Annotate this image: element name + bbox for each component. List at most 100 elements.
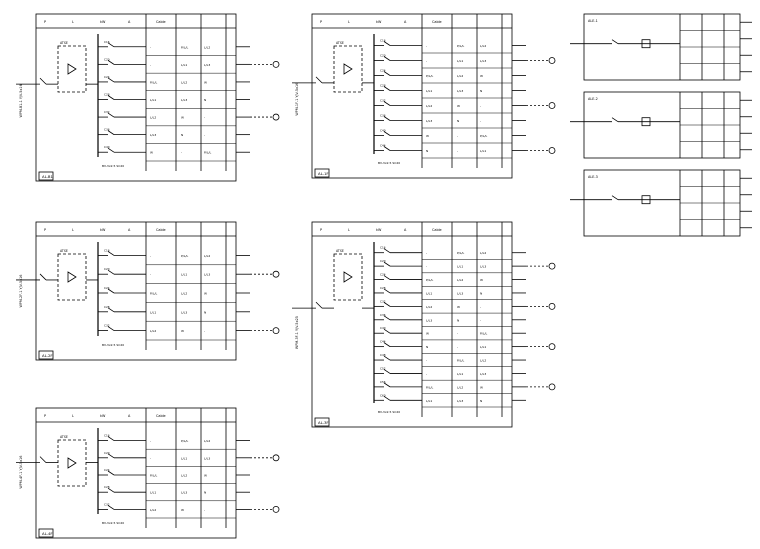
schedule-cell: N [204, 310, 206, 314]
schedule-cell: - [480, 119, 481, 123]
schedule-cell: - [426, 251, 427, 255]
schedule-cell: L/L1 [150, 491, 156, 495]
schedule-cell: L/L3 [204, 63, 210, 67]
branch-breaker-symbol [383, 131, 391, 136]
schedule-cell: P/L/L [457, 44, 465, 48]
load-circle-symbol [548, 262, 556, 270]
ats-symbol [343, 63, 353, 75]
breaker-rating: C52 [380, 366, 386, 370]
schedule-cell: W [204, 474, 207, 478]
header-cell: Cable [156, 228, 166, 232]
breaker-rating: C28 [104, 485, 110, 489]
schedule-cell: L/L2 [426, 305, 432, 309]
incoming-feeder-label: WPM-1F-1 YJV-5x16 [295, 83, 299, 116]
incoming-feeder-label: WPM-3F-1 YJV-5x25 [295, 316, 299, 349]
schedule-cell: L/L2 [457, 385, 463, 389]
load-circle-symbol [548, 57, 556, 64]
schedule-cell: N [480, 291, 482, 295]
schedule-cell: L/L3 [457, 399, 463, 403]
schedule-cell: N [480, 399, 482, 403]
header-cell: kW [376, 20, 382, 24]
cable-spec: BV-3x2.5 SC20 [102, 343, 124, 347]
schedule-cell: P/L/L [150, 474, 158, 478]
schedule-cell: - [426, 265, 427, 269]
branch-breaker-symbol [383, 41, 391, 46]
schedule-cell: W [204, 80, 207, 84]
breaker-rating: C24 [104, 75, 110, 79]
breaker-rating: C20 [104, 267, 110, 271]
schedule-cell: L/L3 [426, 119, 432, 123]
breaker-rating: C24 [380, 69, 386, 73]
schedule-cell: L/L2 [181, 474, 187, 478]
panel-tag-box [38, 171, 54, 181]
ats-switch-box [57, 253, 87, 301]
schedule-cell: L/L2 [480, 359, 486, 363]
schedule-cell: - [426, 372, 427, 376]
header-cell: A [404, 228, 407, 232]
branch-breaker-symbol [383, 71, 391, 76]
branch-breaker-symbol [107, 251, 115, 256]
schedule-cell: L/L2 [181, 80, 187, 84]
panel-title: AL-4F [42, 531, 53, 536]
schedule-cell: W [181, 116, 184, 120]
header-cell: L [72, 228, 74, 232]
breaker-rating: C16 [380, 246, 386, 250]
schedule-cell: L/L2 [204, 254, 210, 258]
load-circle-symbol [548, 102, 556, 109]
schedule-cell: - [150, 439, 151, 443]
schedule-cell: L/L3 [181, 310, 187, 314]
ats-symbol [67, 271, 77, 283]
mini-panel-2: ALE-2 [570, 91, 752, 159]
panel-title: ALE-3 [588, 175, 598, 179]
ats-symbol [67, 457, 77, 469]
schedule-cell: L/L1 [457, 372, 463, 376]
panel-frame [311, 13, 513, 179]
schedule-cell: N [181, 133, 183, 137]
schedule-cell: - [150, 45, 151, 49]
schedule-cell: P/L/L [457, 251, 465, 255]
branch-breaker-symbol [383, 275, 391, 280]
panel-title: AL-3F [318, 420, 329, 425]
schedule-cell: - [150, 273, 151, 277]
schedule-cell: L/L3 [480, 59, 486, 63]
panel-title: AL-1F [318, 171, 329, 176]
schedule-cell: N [426, 345, 428, 349]
schedule-cell: L/L1 [426, 399, 432, 403]
schedule-cell: W [480, 385, 483, 389]
schedule-cell: L/L1 [181, 63, 187, 67]
schedule-cell: P/L/L [480, 332, 488, 336]
panel-tag-box [314, 417, 330, 427]
panel-title: AL-2F [42, 353, 53, 358]
header-cell: P [320, 228, 322, 232]
branch-breaker-symbol [107, 307, 115, 313]
schedule-cell: - [181, 151, 182, 155]
branch-breaker-symbol [383, 86, 391, 91]
load-circle-symbol [272, 454, 280, 462]
schedule-cell: - [457, 134, 458, 138]
breaker-rating: C16 [104, 434, 110, 438]
breaker-rating: C28 [104, 305, 110, 309]
load-circle-symbol [272, 270, 280, 278]
breaker-rating: C24 [380, 273, 386, 277]
branch-breaker-symbol [383, 248, 391, 254]
schedule-cell: P/L/L [181, 45, 189, 49]
branch-breaker-symbol [107, 505, 115, 510]
